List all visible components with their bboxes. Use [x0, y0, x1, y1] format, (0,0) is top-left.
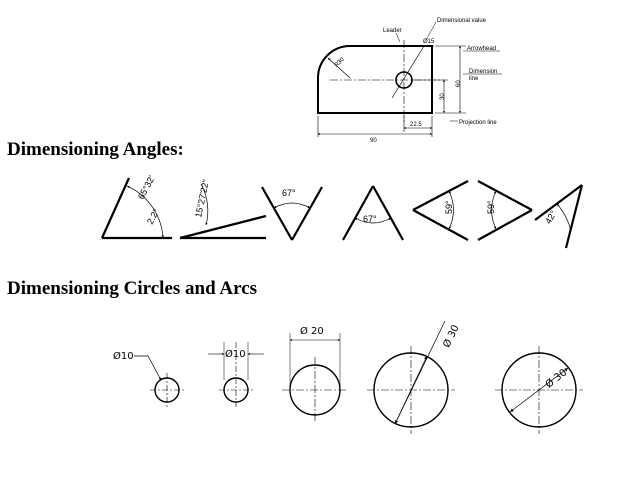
angle-2-label: 15°27'22": [193, 179, 211, 219]
circle-examples: [134, 320, 583, 434]
part-dimension-drawing: [317, 21, 502, 137]
angle-example-7: [534, 184, 584, 249]
angle-4-label: 67°: [363, 214, 377, 224]
circle-3-label: Ø 20: [300, 325, 324, 337]
dim-overall-width: 90: [370, 138, 377, 144]
angle-labels: 65°32' 2.2° 15°27'22" 67° 67° 59° 59° 42…: [136, 174, 559, 226]
callout-arrowhead: Arrowhead: [467, 46, 496, 52]
angle-examples: [100, 177, 584, 249]
dim-hole-x: 22.5: [410, 122, 422, 128]
circle-4-label: Ø 30: [441, 323, 462, 350]
angle-example-2: [179, 183, 267, 240]
dim-overall-height: 60: [456, 80, 462, 87]
dim-hole-diameter: Ø15: [423, 39, 435, 45]
circle-example-4: [367, 320, 455, 434]
circle-1-label: Ø10: [113, 350, 134, 362]
callout-dimension-line-1: Dimension: [469, 69, 497, 75]
angle-5-label: 59°: [444, 200, 454, 214]
circle-example-2: [208, 342, 264, 407]
angle-3-label: 67°: [282, 188, 296, 198]
part-drawing-labels: Dimensional value Leader Arrowhead Dimen…: [334, 18, 498, 144]
angle-example-6: [477, 180, 533, 241]
angle-1-label-secondary: 2.2°: [145, 207, 162, 226]
callout-dimension-line-2: line: [469, 76, 479, 82]
circle-example-1: [134, 355, 184, 407]
circle-2-label: Ø10: [225, 348, 246, 360]
angle-example-4: [342, 185, 404, 241]
dim-hole-y: 30: [440, 93, 446, 100]
callout-projection-line: Projection line: [459, 120, 497, 126]
part-outline: [317, 45, 433, 114]
angle-example-3: [261, 186, 323, 241]
dim-radius: R30: [334, 56, 346, 68]
circle-example-3: [282, 333, 348, 423]
angle-example-5: [412, 180, 469, 241]
angle-example-1: [100, 177, 172, 240]
angles-heading: Dimensioning Angles:: [7, 139, 184, 160]
angle-1-label: 65°32': [136, 174, 157, 201]
circle-labels: Ø10 Ø10 Ø 20 Ø 30 Ø 30: [113, 323, 569, 391]
angle-6-label: 59°: [486, 200, 496, 214]
callout-dimensional-value: Dimensional value: [437, 18, 487, 24]
circles-heading: Dimensioning Circles and Arcs: [7, 278, 258, 299]
circle-example-5: [495, 346, 583, 434]
callout-leader: Leader: [383, 28, 402, 34]
